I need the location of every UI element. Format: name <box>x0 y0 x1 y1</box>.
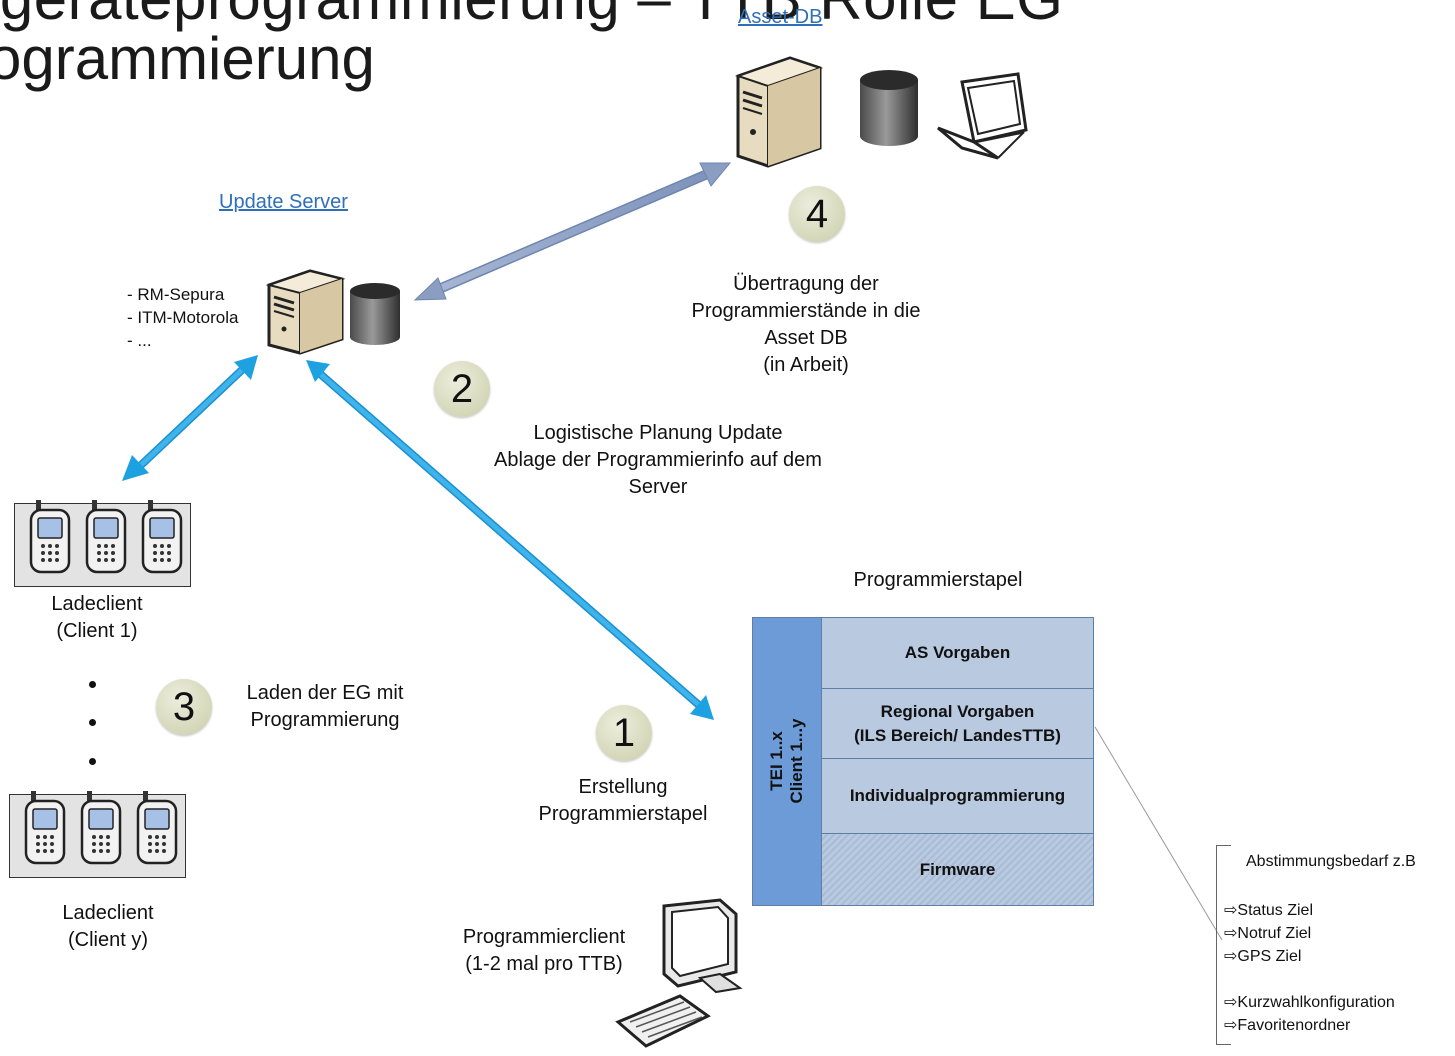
abstimmung-item: ⇨Favoritenordner <box>1224 1017 1351 1034</box>
step-3-desc-line: Laden der EG mit <box>246 682 404 704</box>
stack-side-label-line-1: TEI 1..x <box>767 731 786 791</box>
asset-db-desc-line: Übertragung der <box>733 273 879 295</box>
step-1-desc-line: Erstellung <box>578 776 668 798</box>
stack-row-as-vorgaben: AS Vorgaben <box>822 618 1093 689</box>
database-icon <box>350 283 400 345</box>
step-1-badge: 1 <box>596 705 652 761</box>
database-icon <box>860 70 918 146</box>
ladeclient-1-label: Ladeclient (Client 1) <box>51 591 142 645</box>
update-server-list-item: - RM-Sepura <box>127 285 225 304</box>
step-2-desc-line: Server <box>628 476 688 498</box>
server-icon <box>266 269 346 355</box>
ladeclient-y-subtitle: (Client y) <box>67 929 148 951</box>
laptop-icon <box>937 72 1028 160</box>
arrow-server-programmierclient <box>306 360 714 720</box>
programmierclient-subtitle: (1-2 mal pro TTB) <box>465 953 623 975</box>
update-server-list-item: - ... <box>127 331 152 350</box>
update-server-link[interactable]: Update Server <box>219 191 348 213</box>
stack-row-firmware: Firmware <box>822 834 1093 905</box>
asset-db-desc-line: Programmierstände in die <box>691 300 921 322</box>
abstimmung-item: ⇨Notruf Ziel <box>1224 925 1312 942</box>
ladeclient-1-subtitle: (Client 1) <box>56 620 138 642</box>
stack-row-individualprogrammierung: Individualprogrammierung <box>822 759 1093 834</box>
step-1-description: Erstellung Programmierstapel <box>539 774 708 828</box>
keyboard-icon <box>615 994 711 1048</box>
bracket <box>1216 845 1231 1045</box>
stack-side-label: TEI 1..x Client 1...y <box>767 718 807 803</box>
step-3-badge: 3 <box>156 679 212 735</box>
stack-row-regional-vorgaben: Regional Vorgaben (ILS Bereich/ LandesTT… <box>822 689 1093 759</box>
abstimmung-item: ⇨Status Ziel <box>1224 902 1313 919</box>
ladeclient-y-device-group <box>9 791 186 878</box>
programmierclient-title: Programmierclient <box>462 926 626 948</box>
ladeclient-y-label: Ladeclient (Client y) <box>62 900 153 954</box>
ladeclient-y-title: Ladeclient <box>62 902 154 924</box>
step-4-badge: 4 <box>789 186 845 242</box>
page-title-line-1: ugeräteprogrammierung – TTB Rolle EG <box>0 0 1063 33</box>
step-3-desc-line: Programmierung <box>250 709 400 731</box>
programmierstapel-table: TEI 1..x Client 1...y AS Vorgaben Region… <box>752 617 1094 906</box>
stack-side-column: TEI 1..x Client 1...y <box>753 618 822 905</box>
arrow-server-assetdb <box>413 162 732 301</box>
arrow-server-ladeclient <box>122 355 258 481</box>
ellipsis-dot <box>89 681 96 688</box>
page-title-line-2: ogrammierung <box>0 25 375 92</box>
stack-side-label-line-2: Client 1...y <box>787 718 806 804</box>
connector-line <box>1094 726 1223 941</box>
step-2-desc-line: Logistische Planung Update <box>533 422 783 444</box>
abstimmungsbedarf-box: Abstimmungsbedarf z.B ⇨Status Ziel ⇨Notr… <box>1216 845 1455 1045</box>
asset-db-desc-line: (in Arbeit) <box>763 354 849 376</box>
step-2-badge: 2 <box>434 361 490 417</box>
ladeclient-1-title: Ladeclient <box>51 593 143 615</box>
programmierstapel-title: Programmierstapel <box>853 569 1023 591</box>
asset-db-link[interactable]: Asset-DB <box>738 6 823 28</box>
ellipsis-dot <box>89 758 96 765</box>
programmierclient-label: Programmierclient (1-2 mal pro TTB) <box>463 924 625 978</box>
update-server-list: - RM-Sepura - ITM-Motorola - ... <box>127 283 238 352</box>
abstimmung-title: Abstimmungsbedarf z.B <box>1246 853 1416 870</box>
ellipsis-dot <box>89 719 96 726</box>
server-icon <box>734 56 824 168</box>
step-2-description: Logistische Planung Update Ablage der Pr… <box>494 420 822 501</box>
ladeclient-1-device-group <box>14 500 191 587</box>
abstimmung-item: ⇨Kurzwahlkonfiguration <box>1224 994 1395 1011</box>
asset-db-description: Übertragung der Programmierstände in die… <box>692 271 921 379</box>
step-2-desc-line: Ablage der Programmierinfo auf dem <box>494 449 822 471</box>
asset-db-desc-line: Asset DB <box>764 327 848 349</box>
monitor-icon <box>662 898 743 994</box>
update-server-list-item: - ITM-Motorola <box>127 308 239 327</box>
step-3-description: Laden der EG mit Programmierung <box>247 680 404 734</box>
step-1-desc-line: Programmierstapel <box>538 803 708 825</box>
abstimmung-item: ⇨GPS Ziel <box>1224 948 1302 965</box>
